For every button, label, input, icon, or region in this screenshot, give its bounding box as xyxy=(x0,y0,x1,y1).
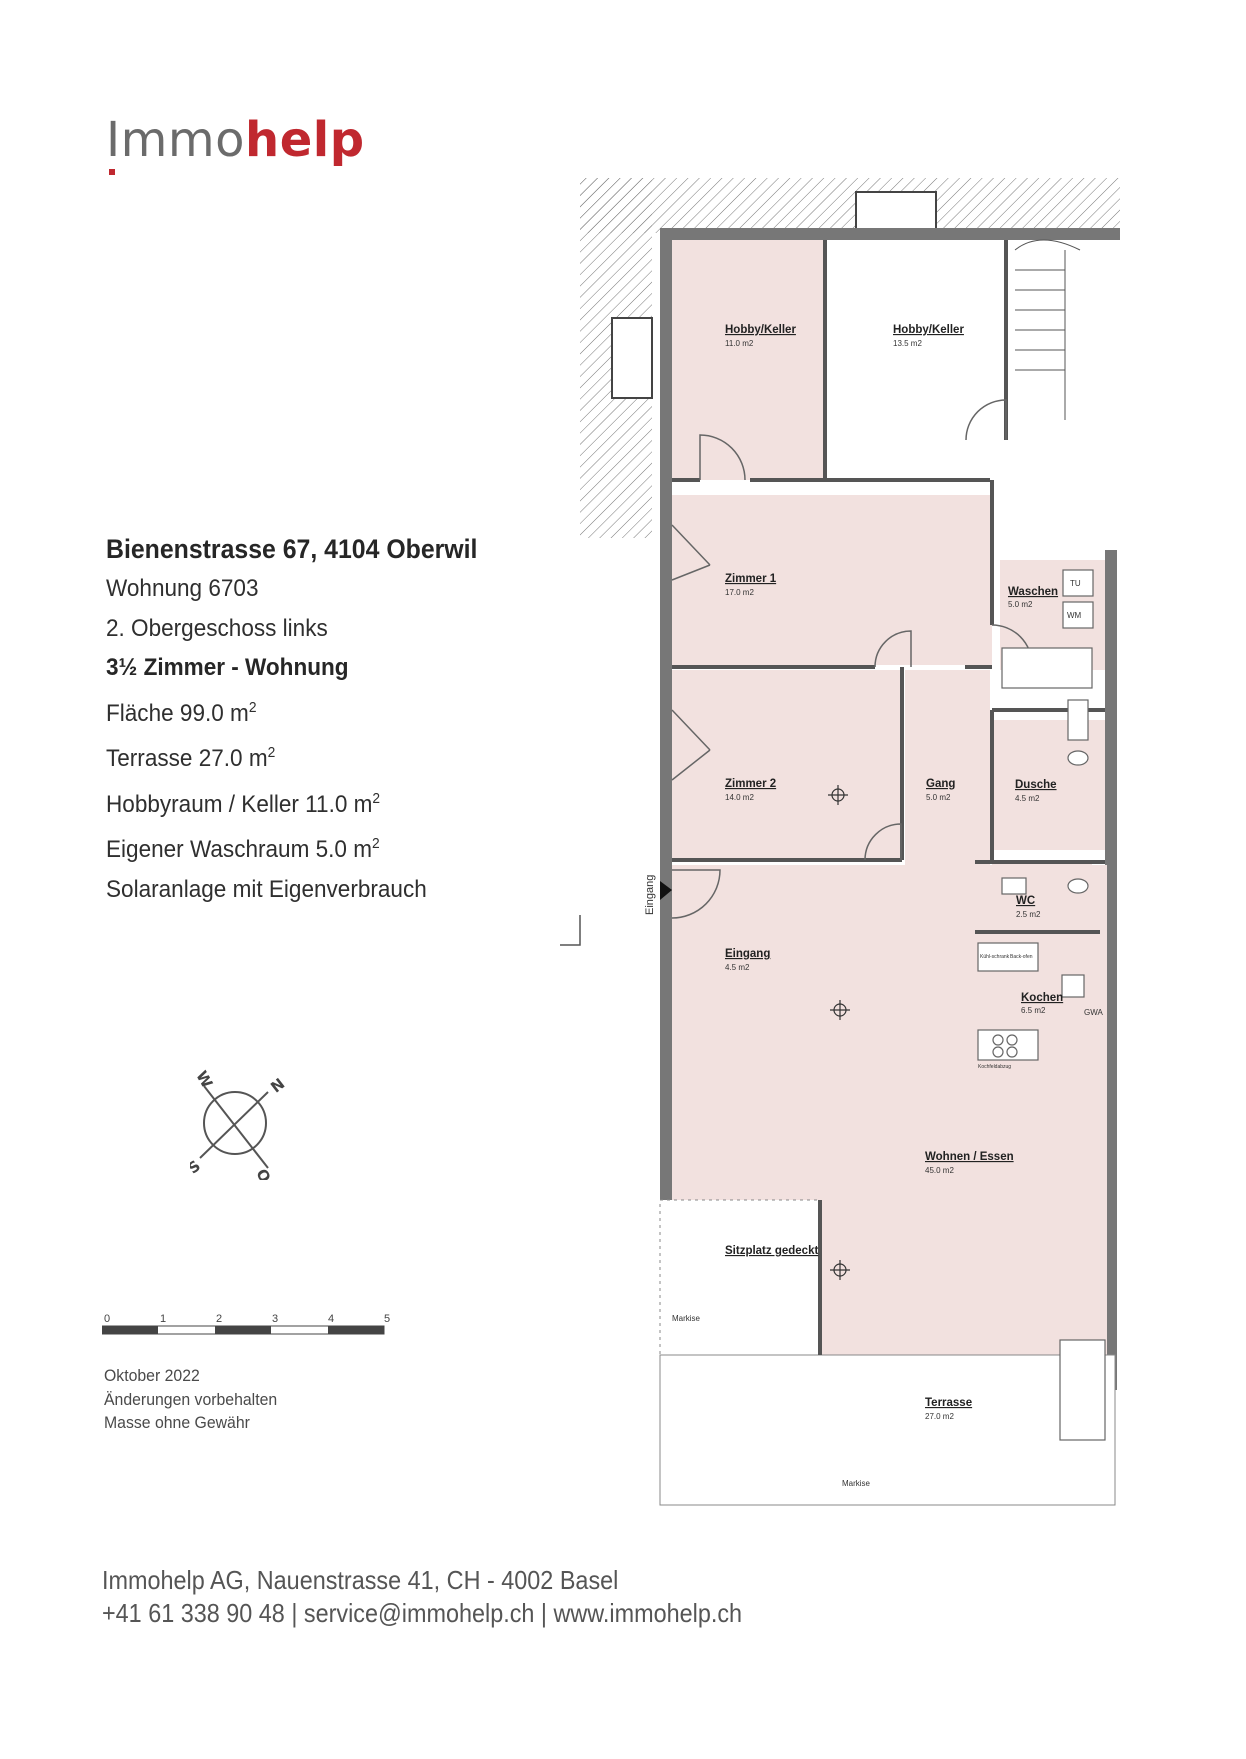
compass-s: S xyxy=(190,1157,204,1178)
room-terrasse: Terrasse xyxy=(925,1397,972,1409)
area-terrasse: 27.0 m2 xyxy=(925,1412,954,1421)
label-oven: Back-ofen xyxy=(1010,954,1033,960)
compass-n: N xyxy=(267,1075,288,1097)
terrace-info: Terrasse 27.0 m2 xyxy=(106,744,276,773)
covered-seating-area xyxy=(659,1199,821,1356)
area-wc: 2.5 m2 xyxy=(1016,910,1041,919)
room-fill-dusche xyxy=(992,720,1105,850)
scale-tick-4: 4 xyxy=(328,1313,334,1325)
property-address: Bienenstrasse 67, 4104 Oberwil xyxy=(106,534,478,564)
entrance-arrow xyxy=(660,881,672,900)
stairs xyxy=(1014,239,1081,420)
hobby-room-info: Hobbyraum / Keller 11.0 m2 xyxy=(106,789,381,818)
entrance-label: Eingang xyxy=(644,875,656,915)
area-eingang: 4.5 m2 xyxy=(725,963,750,972)
room-hobby-keller-2: Hobby/Keller xyxy=(893,324,964,336)
scale-bar: 0 1 2 3 4 5 xyxy=(102,1313,390,1335)
area-kochen: 6.5 m2 xyxy=(1021,1006,1046,1015)
room-sitzplatz: Sitzplatz gedeckt xyxy=(725,1245,818,1257)
dryer-box xyxy=(1062,569,1094,597)
scale-tick-1: 1 xyxy=(160,1313,166,1325)
terrace-planter xyxy=(1059,1339,1106,1441)
note-disclaimer: Masse ohne Gewähr xyxy=(104,1413,250,1432)
logo-initial: I xyxy=(106,112,121,168)
room-fill-zimmer1 xyxy=(672,495,992,665)
label-markise-2: Markise xyxy=(842,1479,871,1488)
room-dusche: Dusche xyxy=(1015,779,1057,791)
cooktop xyxy=(977,1029,1039,1061)
kitchen-units xyxy=(977,942,1039,972)
label-markise-1: Markise xyxy=(672,1314,701,1323)
apartment-number: Wohnung 6703 xyxy=(106,575,259,603)
area-hobby-keller-2: 13.5 m2 xyxy=(893,339,922,348)
room-fill-zimmer2 xyxy=(672,670,902,860)
ground-hatch-top xyxy=(580,178,1120,233)
room-gang: Gang xyxy=(926,778,955,790)
room-zimmer-1: Zimmer 1 xyxy=(725,573,777,585)
area-dusche: 4.5 m2 xyxy=(1015,794,1040,803)
footer-contact: +41 61 338 90 48 | service@immohelp.ch |… xyxy=(102,1598,743,1628)
room-wohnen-essen: Wohnen / Essen xyxy=(925,1151,1014,1163)
area-wohnen-essen: 45.0 m2 xyxy=(925,1166,954,1175)
note-changes: Änderungen vorbehalten xyxy=(104,1389,278,1409)
room-hobby-keller-1: Hobby/Keller xyxy=(725,324,796,336)
solar-info: Solaranlage mit Eigenverbrauch xyxy=(106,875,427,903)
notes: Oktober 2022 Änderungen vorbehalten Mass… xyxy=(104,1364,290,1435)
logo-accent-square xyxy=(109,169,115,175)
footer-address: Immohelp AG, Nauenstrasse 41, CH - 4002 … xyxy=(102,1565,619,1595)
scale-tick-0: 0 xyxy=(104,1313,110,1325)
room-zimmer-2: Zimmer 2 xyxy=(725,778,776,790)
area-hobby-keller-1: 11.0 m2 xyxy=(725,339,754,348)
wall-top xyxy=(660,228,1120,240)
area-gang: 5.0 m2 xyxy=(926,793,951,802)
floor-plan: Eingang Hobby/Keller Hobby/Keller Zimmer… xyxy=(560,178,1120,1506)
room-waschen: Waschen xyxy=(1008,586,1058,598)
area-info: Fläche 99.0 m2 xyxy=(106,698,257,727)
immohelp-logo: Immohelp xyxy=(106,116,365,175)
wall-right xyxy=(1105,550,1117,1390)
logo-part-1: mmo xyxy=(120,112,246,168)
area-zimmer-1: 17.0 m2 xyxy=(725,588,754,597)
room-fill-gang xyxy=(905,670,990,865)
terrace-area xyxy=(659,1354,1116,1506)
compass-o: O xyxy=(252,1166,274,1180)
label-wm: WM xyxy=(1067,611,1082,620)
scale-tick-5: 5 xyxy=(384,1313,390,1325)
logo-part-2: help xyxy=(245,112,365,168)
scale-tick-2: 2 xyxy=(216,1313,222,1325)
area-zimmer-2: 14.0 m2 xyxy=(725,793,754,802)
room-wc: WC xyxy=(1016,895,1035,907)
room-count: 3½ Zimmer - Wohnung xyxy=(106,654,349,682)
washer-box xyxy=(1062,601,1094,629)
compass-w: W xyxy=(192,1068,216,1092)
room-eingang: Eingang xyxy=(725,948,770,960)
wall-left xyxy=(660,228,672,1278)
label-hob: Kochfeldabzug xyxy=(978,1064,1011,1070)
room-kochen: Kochen xyxy=(1021,992,1063,1004)
footer: Immohelp AG, Nauenstrasse 41, CH - 4002 … xyxy=(102,1564,813,1630)
floor-info: 2. Obergeschoss links xyxy=(106,614,328,642)
scale-tick-3: 3 xyxy=(272,1313,278,1325)
room-fill-hobby1 xyxy=(672,240,825,480)
compass-rose: W N S O xyxy=(190,1068,288,1180)
bathtub xyxy=(1001,647,1093,689)
room-fill-hobby2 xyxy=(828,240,1006,480)
laundry-room-info: Eigener Waschraum 5.0 m2 xyxy=(106,835,380,864)
label-gwa: GWA xyxy=(1084,1008,1103,1017)
area-waschen: 5.0 m2 xyxy=(1008,600,1033,609)
label-tu: TU xyxy=(1070,579,1081,588)
property-info: Bienenstrasse 67, 4104 Oberwil Wohnung 6… xyxy=(106,530,546,909)
label-fridge: Kühl-schrank xyxy=(980,954,1010,960)
note-date: Oktober 2022 xyxy=(104,1366,200,1385)
